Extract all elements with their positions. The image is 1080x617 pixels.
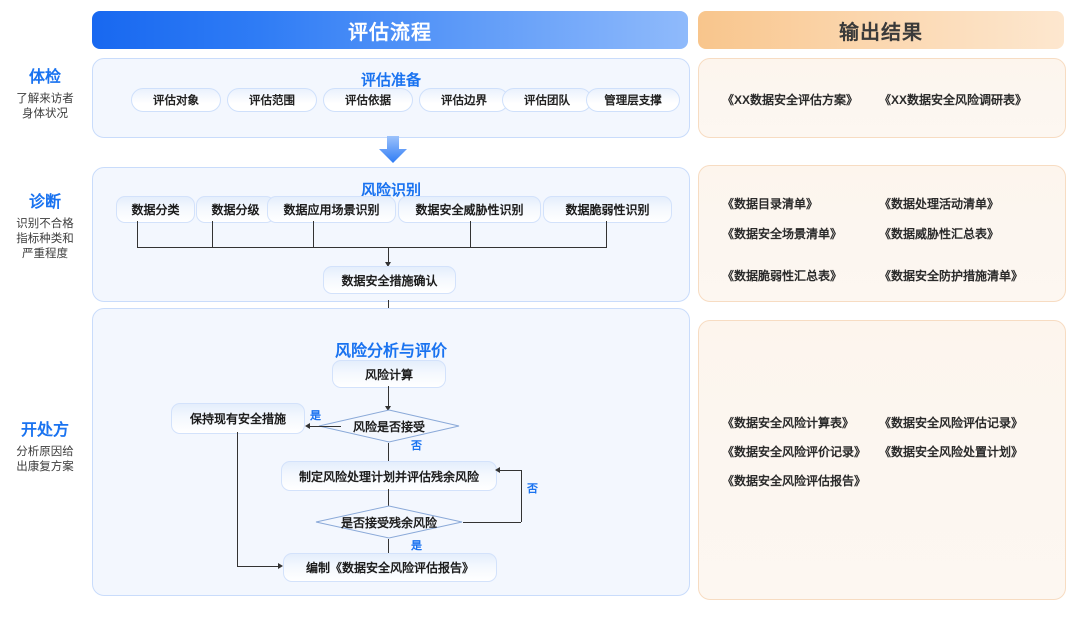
arrow-bus-to-measures-icon — [385, 262, 391, 267]
node-data-security-measure-confirmation[interactable]: 数据安全措施确认 — [323, 266, 456, 294]
stage-title-prescription: 开处方 — [20, 422, 69, 439]
panel-title-analysis: 风险分析与评价 — [334, 343, 447, 360]
decision-residual-risk-acceptable[interactable]: 是否接受残余风险 — [315, 505, 463, 539]
connector-calc-to-decide1 — [388, 386, 389, 408]
connector-decide1-to-keep — [310, 426, 341, 427]
connector-bus-to-measures — [388, 247, 389, 264]
output-doc-risk-disposal-plan: 《数据安全风险处置计划》 — [879, 445, 1024, 459]
decision-risk-acceptable-label: 风险是否接受 — [352, 419, 425, 434]
process-column-header: 评估流程 — [92, 11, 688, 49]
pill-assessment-object[interactable]: 评估对象 — [131, 88, 221, 112]
arrow-loop-to-plan-icon — [495, 467, 500, 473]
panel-title-identification: 风险识别 — [360, 182, 421, 199]
node-maintain-existing-measures[interactable]: 保持现有安全措施 — [171, 403, 305, 434]
pill-assessment-boundary[interactable]: 评估边界 — [419, 88, 509, 112]
stage-desc-checkup: 了解来访者 身体状况 — [16, 93, 74, 120]
node-data-classification[interactable]: 数据分类 — [116, 196, 195, 223]
pill-assessment-basis[interactable]: 评估依据 — [323, 88, 413, 112]
pill-management-support[interactable]: 管理层支撑 — [586, 88, 680, 112]
output-doc-data-catalog-list: 《数据目录清单》 — [722, 197, 819, 211]
node-risk-calculation[interactable]: 风险计算 — [332, 360, 446, 388]
arrow-keep-to-report-icon — [278, 563, 283, 569]
stage-label-prescription: 开处方 分析原因给 出康复方案 — [2, 421, 88, 475]
connector-keep-to-report-horizontal — [237, 566, 280, 567]
node-compile-assessment-report[interactable]: 编制《数据安全风险评估报告》 — [283, 553, 497, 582]
output-doc-risk-assessment-record: 《数据安全风险评估记录》 — [879, 416, 1024, 430]
node-data-grading[interactable]: 数据分级 — [196, 196, 275, 223]
stage-title-checkup: 体检 — [28, 69, 61, 86]
output-doc-threat-summary-table: 《数据威胁性汇总表》 — [879, 227, 1000, 241]
connector-threat-drop — [470, 221, 471, 247]
output-doc-risk-assessment-report: 《数据安全风险评估报告》 — [722, 474, 867, 488]
section-down-arrow-icon — [376, 136, 410, 164]
output-doc-risk-calculation-table: 《数据安全风险计算表》 — [722, 416, 855, 430]
edge-label-no-1: 否 — [411, 440, 422, 452]
connector-decide2-to-report — [388, 539, 389, 557]
arrow-decide1-to-keep-icon — [305, 423, 310, 429]
connector-decide2-loop-top — [500, 470, 521, 471]
connector-decide1-to-plan — [388, 443, 389, 465]
stage-label-checkup: 体检 了解来访者 身体状况 — [2, 68, 88, 122]
decision-risk-acceptable[interactable]: 风险是否接受 — [318, 409, 460, 443]
output-doc-processing-activity-list: 《数据处理活动清单》 — [879, 197, 1000, 211]
connector-decide2-loop-bottom — [463, 522, 521, 523]
pill-assessment-scope[interactable]: 评估范围 — [227, 88, 317, 112]
node-data-usage-scenario-identification[interactable]: 数据应用场景识别 — [267, 196, 396, 223]
edge-label-no-2: 否 — [527, 483, 538, 495]
stage-title-diagnosis: 诊断 — [28, 194, 61, 211]
output-doc-risk-evaluation-record: 《数据安全风险评价记录》 — [722, 445, 867, 459]
panel-title-preparation: 评估准备 — [360, 72, 421, 89]
output-panel-identification — [698, 165, 1066, 302]
connector-vulnerability-drop — [606, 221, 607, 247]
stage-desc-diagnosis: 识别不合格 指标种类和 严重程度 — [16, 218, 74, 260]
connector-grading-drop — [212, 221, 213, 247]
edge-label-yes-1: 是 — [310, 410, 321, 422]
connector-keep-to-report-vertical — [237, 432, 238, 566]
stage-desc-prescription: 分析原因给 出康复方案 — [16, 446, 74, 473]
decision-residual-risk-label: 是否接受残余风险 — [340, 515, 437, 530]
arrow-calc-to-decide1-icon — [385, 406, 391, 411]
node-data-security-threat-identification[interactable]: 数据安全威胁性识别 — [398, 196, 541, 223]
connector-decide2-loop-right — [521, 470, 522, 522]
connector-plan-to-decide2 — [388, 489, 389, 509]
output-doc-protection-measure-list: 《数据安全防护措施清单》 — [879, 269, 1024, 283]
edge-label-yes-2: 是 — [411, 540, 422, 552]
output-panel-preparation — [698, 58, 1066, 138]
connector-scenario-drop — [313, 221, 314, 247]
output-doc-risk-survey-form: 《XX数据安全风险调研表》 — [879, 93, 1028, 107]
pill-assessment-team[interactable]: 评估团队 — [502, 88, 592, 112]
output-doc-security-scenario-list: 《数据安全场景清单》 — [722, 227, 843, 241]
output-doc-assessment-plan: 《XX数据安全评估方案》 — [722, 93, 859, 107]
stage-label-diagnosis: 诊断 识别不合格 指标种类和 严重程度 — [2, 193, 88, 262]
node-data-vulnerability-identification[interactable]: 数据脆弱性识别 — [543, 196, 672, 223]
panel-risk-analysis-evaluation: 风险分析与评价 — [92, 308, 690, 596]
connector-classification-drop — [137, 221, 138, 247]
output-column-header: 输出结果 — [698, 11, 1064, 49]
output-panel-analysis — [698, 320, 1066, 600]
connector-identification-bus — [137, 247, 607, 248]
node-risk-treatment-plan[interactable]: 制定风险处理计划并评估残余风险 — [281, 461, 497, 491]
output-doc-vulnerability-summary-table: 《数据脆弱性汇总表》 — [722, 269, 843, 283]
